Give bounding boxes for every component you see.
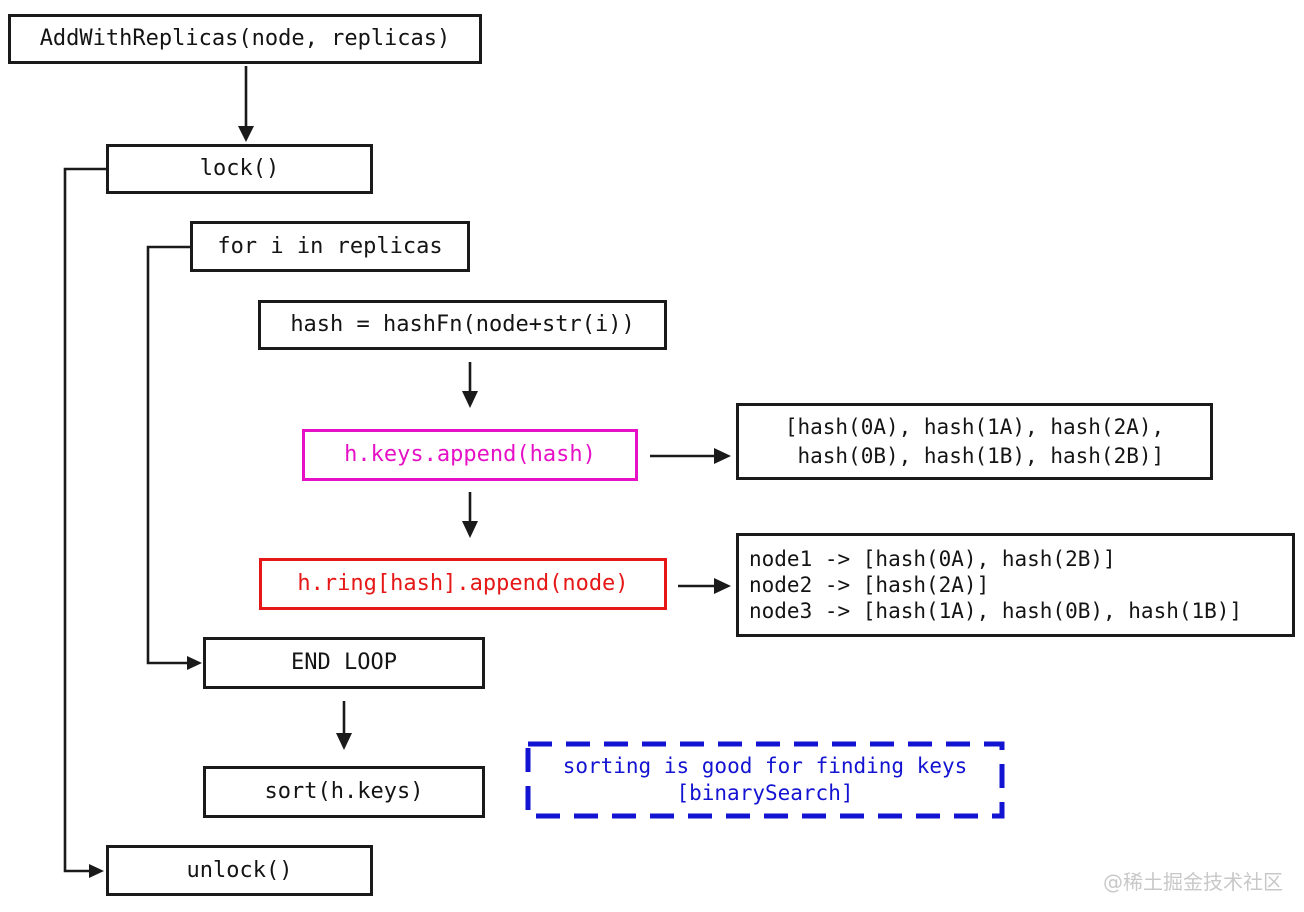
- node-ring-append: h.ring[hash].append(node): [259, 558, 667, 610]
- node-end-loop-label: END LOOP: [291, 650, 397, 675]
- node-hash-list-line1: [hash(0A), hash(1A), hash(2A),: [784, 414, 1165, 439]
- node-sort-keys-label: sort(h.keys): [264, 779, 424, 804]
- node-node-map: node1 -> [hash(0A), hash(2B)] node2 -> […: [736, 533, 1295, 637]
- node-lock: lock(): [106, 144, 373, 194]
- arrow-keys-to-ring: [462, 492, 478, 538]
- arrow-hash-to-keys: [462, 362, 478, 408]
- node-for-loop-label: for i in replicas: [217, 233, 443, 259]
- node-unlock-label: unlock(): [186, 857, 293, 883]
- note-dashed-border: [525, 741, 1005, 819]
- node-ring-append-label: h.ring[hash].append(node): [297, 571, 629, 596]
- arrow-add-to-lock: [238, 66, 254, 142]
- node-lock-label: lock(): [199, 156, 280, 181]
- node-unlock: unlock(): [106, 845, 373, 896]
- note-sorting: sorting is good for finding keys [binary…: [525, 741, 1005, 819]
- node-node-map-line2: node2 -> [hash(2A)]: [749, 573, 990, 597]
- node-node-map-line3: node3 -> [hash(1A), hash(0B), hash(1B)]: [749, 599, 1243, 623]
- node-for-loop: for i in replicas: [190, 221, 470, 272]
- node-end-loop: END LOOP: [203, 637, 485, 689]
- node-hash-list-line2: hash(0B), hash(1B), hash(2B)]: [784, 443, 1165, 468]
- watermark-text: @稀土掘金技术社区: [1103, 870, 1283, 894]
- arrow-ring-to-nodemap: [678, 578, 731, 594]
- node-hash-assign-label: hash = hashFn(node+str(i)): [290, 312, 635, 337]
- arrow-keys-to-hashlist: [650, 448, 731, 464]
- node-node-map-line1: node1 -> [hash(0A), hash(2B)]: [749, 547, 1116, 571]
- connector-lock-to-unlock: [63, 167, 106, 878]
- node-sort-keys: sort(h.keys): [203, 766, 485, 818]
- node-hash-list: [hash(0A), hash(1A), hash(2A), hash(0B),…: [736, 403, 1213, 480]
- node-keys-append-label: h.keys.append(hash): [344, 442, 596, 467]
- node-keys-append: h.keys.append(hash): [302, 429, 638, 481]
- connector-for-to-endloop: [146, 245, 202, 670]
- node-add-with-replicas: AddWithReplicas(node, replicas): [8, 14, 482, 64]
- note-sorting-line2: [binarySearch]: [676, 781, 854, 805]
- node-add-with-replicas-label: AddWithReplicas(node, replicas): [39, 26, 451, 51]
- node-hash-assign: hash = hashFn(node+str(i)): [258, 300, 667, 350]
- arrow-endloop-to-sort: [336, 701, 352, 750]
- note-sorting-line1: sorting is good for finding keys: [562, 754, 968, 778]
